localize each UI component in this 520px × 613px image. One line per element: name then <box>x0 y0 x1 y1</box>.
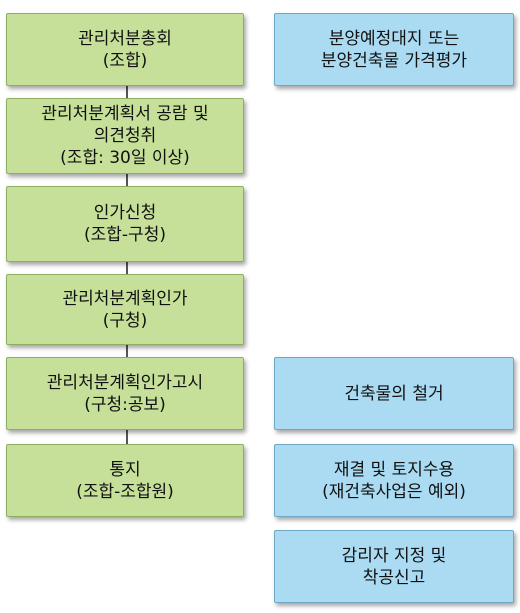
step-approval-notice-line-1: 관리처분계획인가고시 <box>46 372 204 393</box>
connector-4 <box>126 345 128 357</box>
side-step-supervisor-designation-line-2: 착공신고 <box>362 567 426 588</box>
connector-3 <box>126 262 128 274</box>
step-plan-approval-line-2: (구청) <box>102 310 148 331</box>
step-general-meeting-line-2: (조합) <box>102 50 148 71</box>
step-plan-approval-line-1: 관리처분계획인가 <box>62 288 188 309</box>
step-public-inspection-line-1: 관리처분계획서 공람 및 <box>41 104 209 124</box>
side-step-land-expropriation-line-1: 재결 및 토지수용 <box>333 459 455 480</box>
connector-5 <box>126 430 128 444</box>
side-step-price-appraisal-line-1: 분양예정대지 또는 <box>328 28 460 49</box>
step-general-meeting-line-1: 관리처분총회 <box>78 28 172 49</box>
side-step-demolition-line-1: 건축물의 철거 <box>344 383 444 404</box>
step-public-inspection-line-2: 의견청취 <box>93 126 157 146</box>
step-approval-notice-line-2: (구청:공보) <box>84 394 166 415</box>
step-plan-approval: 관리처분계획인가 (구청) <box>6 274 244 345</box>
side-step-demolition: 건축물의 철거 <box>274 357 514 430</box>
step-notification: 통지 (조합-조합원) <box>6 444 244 517</box>
step-approval-request: 인가신청 (조합-구청) <box>6 186 244 262</box>
side-step-price-appraisal: 분양예정대지 또는 분양건축물 가격평가 <box>274 13 514 86</box>
connector-2 <box>126 174 128 186</box>
step-notification-line-1: 통지 <box>109 459 141 480</box>
step-public-inspection: 관리처분계획서 공람 및 의견청취 (조합: 30일 이상) <box>6 98 244 174</box>
side-step-supervisor-designation-line-1: 감리자 지정 및 <box>341 545 447 566</box>
step-approval-request-line-1: 인가신청 <box>93 203 157 223</box>
connector-1 <box>126 86 128 98</box>
side-step-land-expropriation-line-2: (재건축사업은 예외) <box>322 481 466 502</box>
step-approval-notice: 관리처분계획인가고시 (구청:공보) <box>6 357 244 430</box>
step-notification-line-2: (조합-조합원) <box>76 481 174 502</box>
step-approval-request-line-2: (조합-구청) <box>84 225 166 245</box>
side-step-land-expropriation: 재결 및 토지수용 (재건축사업은 예외) <box>274 444 514 517</box>
side-step-supervisor-designation: 감리자 지정 및 착공신고 <box>274 530 514 603</box>
step-general-meeting: 관리처분총회 (조합) <box>6 13 244 86</box>
step-public-inspection-line-3: (조합: 30일 이상) <box>60 148 190 168</box>
side-step-price-appraisal-line-2: 분양건축물 가격평가 <box>320 50 468 71</box>
